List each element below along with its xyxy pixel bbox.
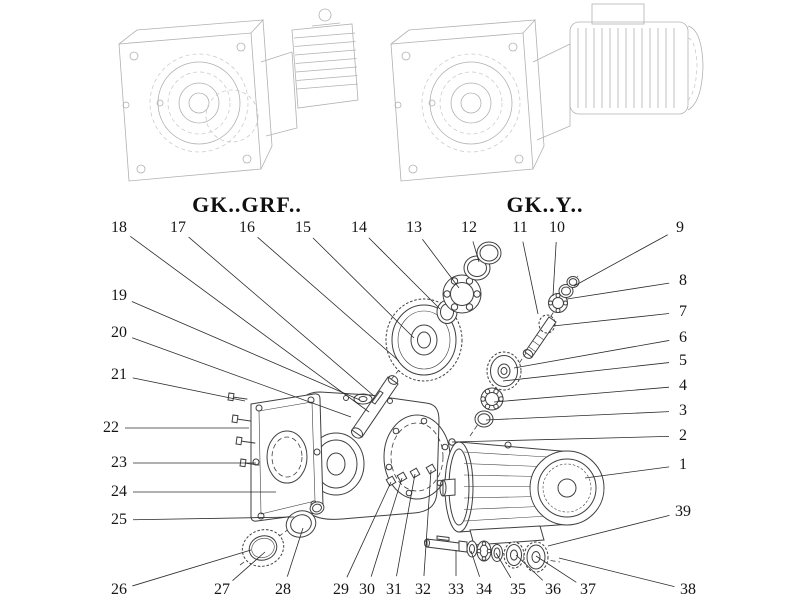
pinion-bearing <box>548 293 568 313</box>
part-number-4: 4 <box>679 377 687 394</box>
part-number-14: 14 <box>351 219 367 236</box>
leader-line-19 <box>131 301 361 401</box>
part-number-2: 2 <box>679 427 687 444</box>
part-number-26: 26 <box>111 581 127 598</box>
part-number-6: 6 <box>679 329 687 346</box>
part-number-23: 23 <box>111 454 127 471</box>
gearbox-assembled-gkgrf-drawing <box>118 8 359 182</box>
part-number-22: 22 <box>103 419 119 436</box>
part-number-31: 31 <box>386 581 402 598</box>
leader-line-31 <box>396 473 416 577</box>
part-number-34: 34 <box>476 581 492 598</box>
part-number-30: 30 <box>359 581 375 598</box>
part-number-38: 38 <box>680 581 696 598</box>
leader-line-37 <box>535 555 577 583</box>
shaft-key <box>436 535 450 542</box>
leader-line-32 <box>423 469 432 577</box>
leader-line-26 <box>132 549 252 587</box>
part-number-29: 29 <box>333 581 349 598</box>
part-number-27: 27 <box>214 581 230 598</box>
part-number-15: 15 <box>295 219 311 236</box>
leader-line-28 <box>286 527 304 577</box>
variant-label-gk-y: GK..Y.. <box>506 192 584 217</box>
cover-bolts-drawing <box>227 392 260 468</box>
gearbox-assembled-gky-drawing <box>390 3 704 182</box>
leader-line-29 <box>346 481 392 578</box>
leader-line-9 <box>573 234 668 287</box>
part-number-20: 20 <box>111 324 127 341</box>
leader-line-5 <box>502 362 670 382</box>
part-number-25: 25 <box>111 511 127 528</box>
leader-line-30 <box>370 477 403 577</box>
leader-line-20 <box>132 337 352 418</box>
part-number-13: 13 <box>406 219 422 236</box>
leader-line-15 <box>312 237 415 339</box>
leader-line-1 <box>584 466 670 479</box>
leader-line-6 <box>513 340 670 369</box>
leader-line-7 <box>552 313 670 327</box>
part-number-19: 19 <box>111 287 127 304</box>
leader-line-34 <box>470 550 480 577</box>
leader-line-36 <box>515 554 544 581</box>
leader-line-12 <box>472 241 480 263</box>
cover-plate-drawing <box>250 393 324 522</box>
part-number-8: 8 <box>679 272 687 289</box>
part-number-1: 1 <box>679 456 687 473</box>
part-number-37: 37 <box>580 581 596 598</box>
shaft-key <box>371 390 384 405</box>
leader-line-14 <box>368 237 441 310</box>
motor-foot <box>469 525 545 546</box>
part-number-39: 39 <box>675 503 691 520</box>
leader-line-2 <box>451 435 670 443</box>
part-number-28: 28 <box>275 581 291 598</box>
leader-line-3 <box>485 411 670 421</box>
shaft-bearing <box>476 540 492 562</box>
leader-line-38 <box>558 557 675 588</box>
part-number-5: 5 <box>679 352 687 369</box>
part-number-16: 16 <box>239 219 255 236</box>
part-number-9: 9 <box>676 219 684 236</box>
part-number-11: 11 <box>512 219 528 236</box>
bottom-shaft-assembly-drawing <box>424 535 549 573</box>
leader-line-27 <box>232 551 266 582</box>
output-shaft-drawing <box>350 375 399 439</box>
bevel-gear-stack-drawing <box>448 351 522 446</box>
leader-line-10 <box>552 241 557 297</box>
bevel-bearing <box>480 387 504 411</box>
leader-line-39 <box>547 515 670 547</box>
part-number-36: 36 <box>545 581 561 598</box>
leader-line-21 <box>132 377 246 402</box>
part-number-24: 24 <box>111 483 127 500</box>
leader-line-25 <box>132 516 295 521</box>
part-number-3: 3 <box>679 402 687 419</box>
part-number-7: 7 <box>679 303 687 320</box>
leader-line-4 <box>493 386 670 403</box>
leader-line-35 <box>495 552 512 579</box>
leader-lines <box>125 234 675 588</box>
gear-housing-drawing <box>296 391 451 520</box>
leader-line-18 <box>130 235 370 413</box>
part-number-35: 35 <box>510 581 526 598</box>
variant-label-gk-grf: GK..GRF.. <box>192 192 302 217</box>
part-number-18: 18 <box>111 219 127 236</box>
part-number-12: 12 <box>461 219 477 236</box>
part-number-21: 21 <box>111 366 127 383</box>
output-bearing <box>442 274 482 314</box>
flange-fasteners-drawing <box>385 463 437 487</box>
part-number-17: 17 <box>170 219 186 236</box>
output-gear-stack-drawing <box>385 241 502 382</box>
part-number-33: 33 <box>448 581 464 598</box>
part-number-10: 10 <box>549 219 565 236</box>
input-pinion-stack-drawing <box>522 276 580 359</box>
part-number-32: 32 <box>415 581 431 598</box>
leader-line-11 <box>522 241 539 315</box>
motor-drawing <box>439 441 605 546</box>
leader-line-17 <box>188 236 375 397</box>
leader-line-16 <box>257 236 400 362</box>
lifting-eye <box>504 441 512 449</box>
leader-line-13 <box>422 238 460 289</box>
leader-line-8 <box>566 282 670 300</box>
